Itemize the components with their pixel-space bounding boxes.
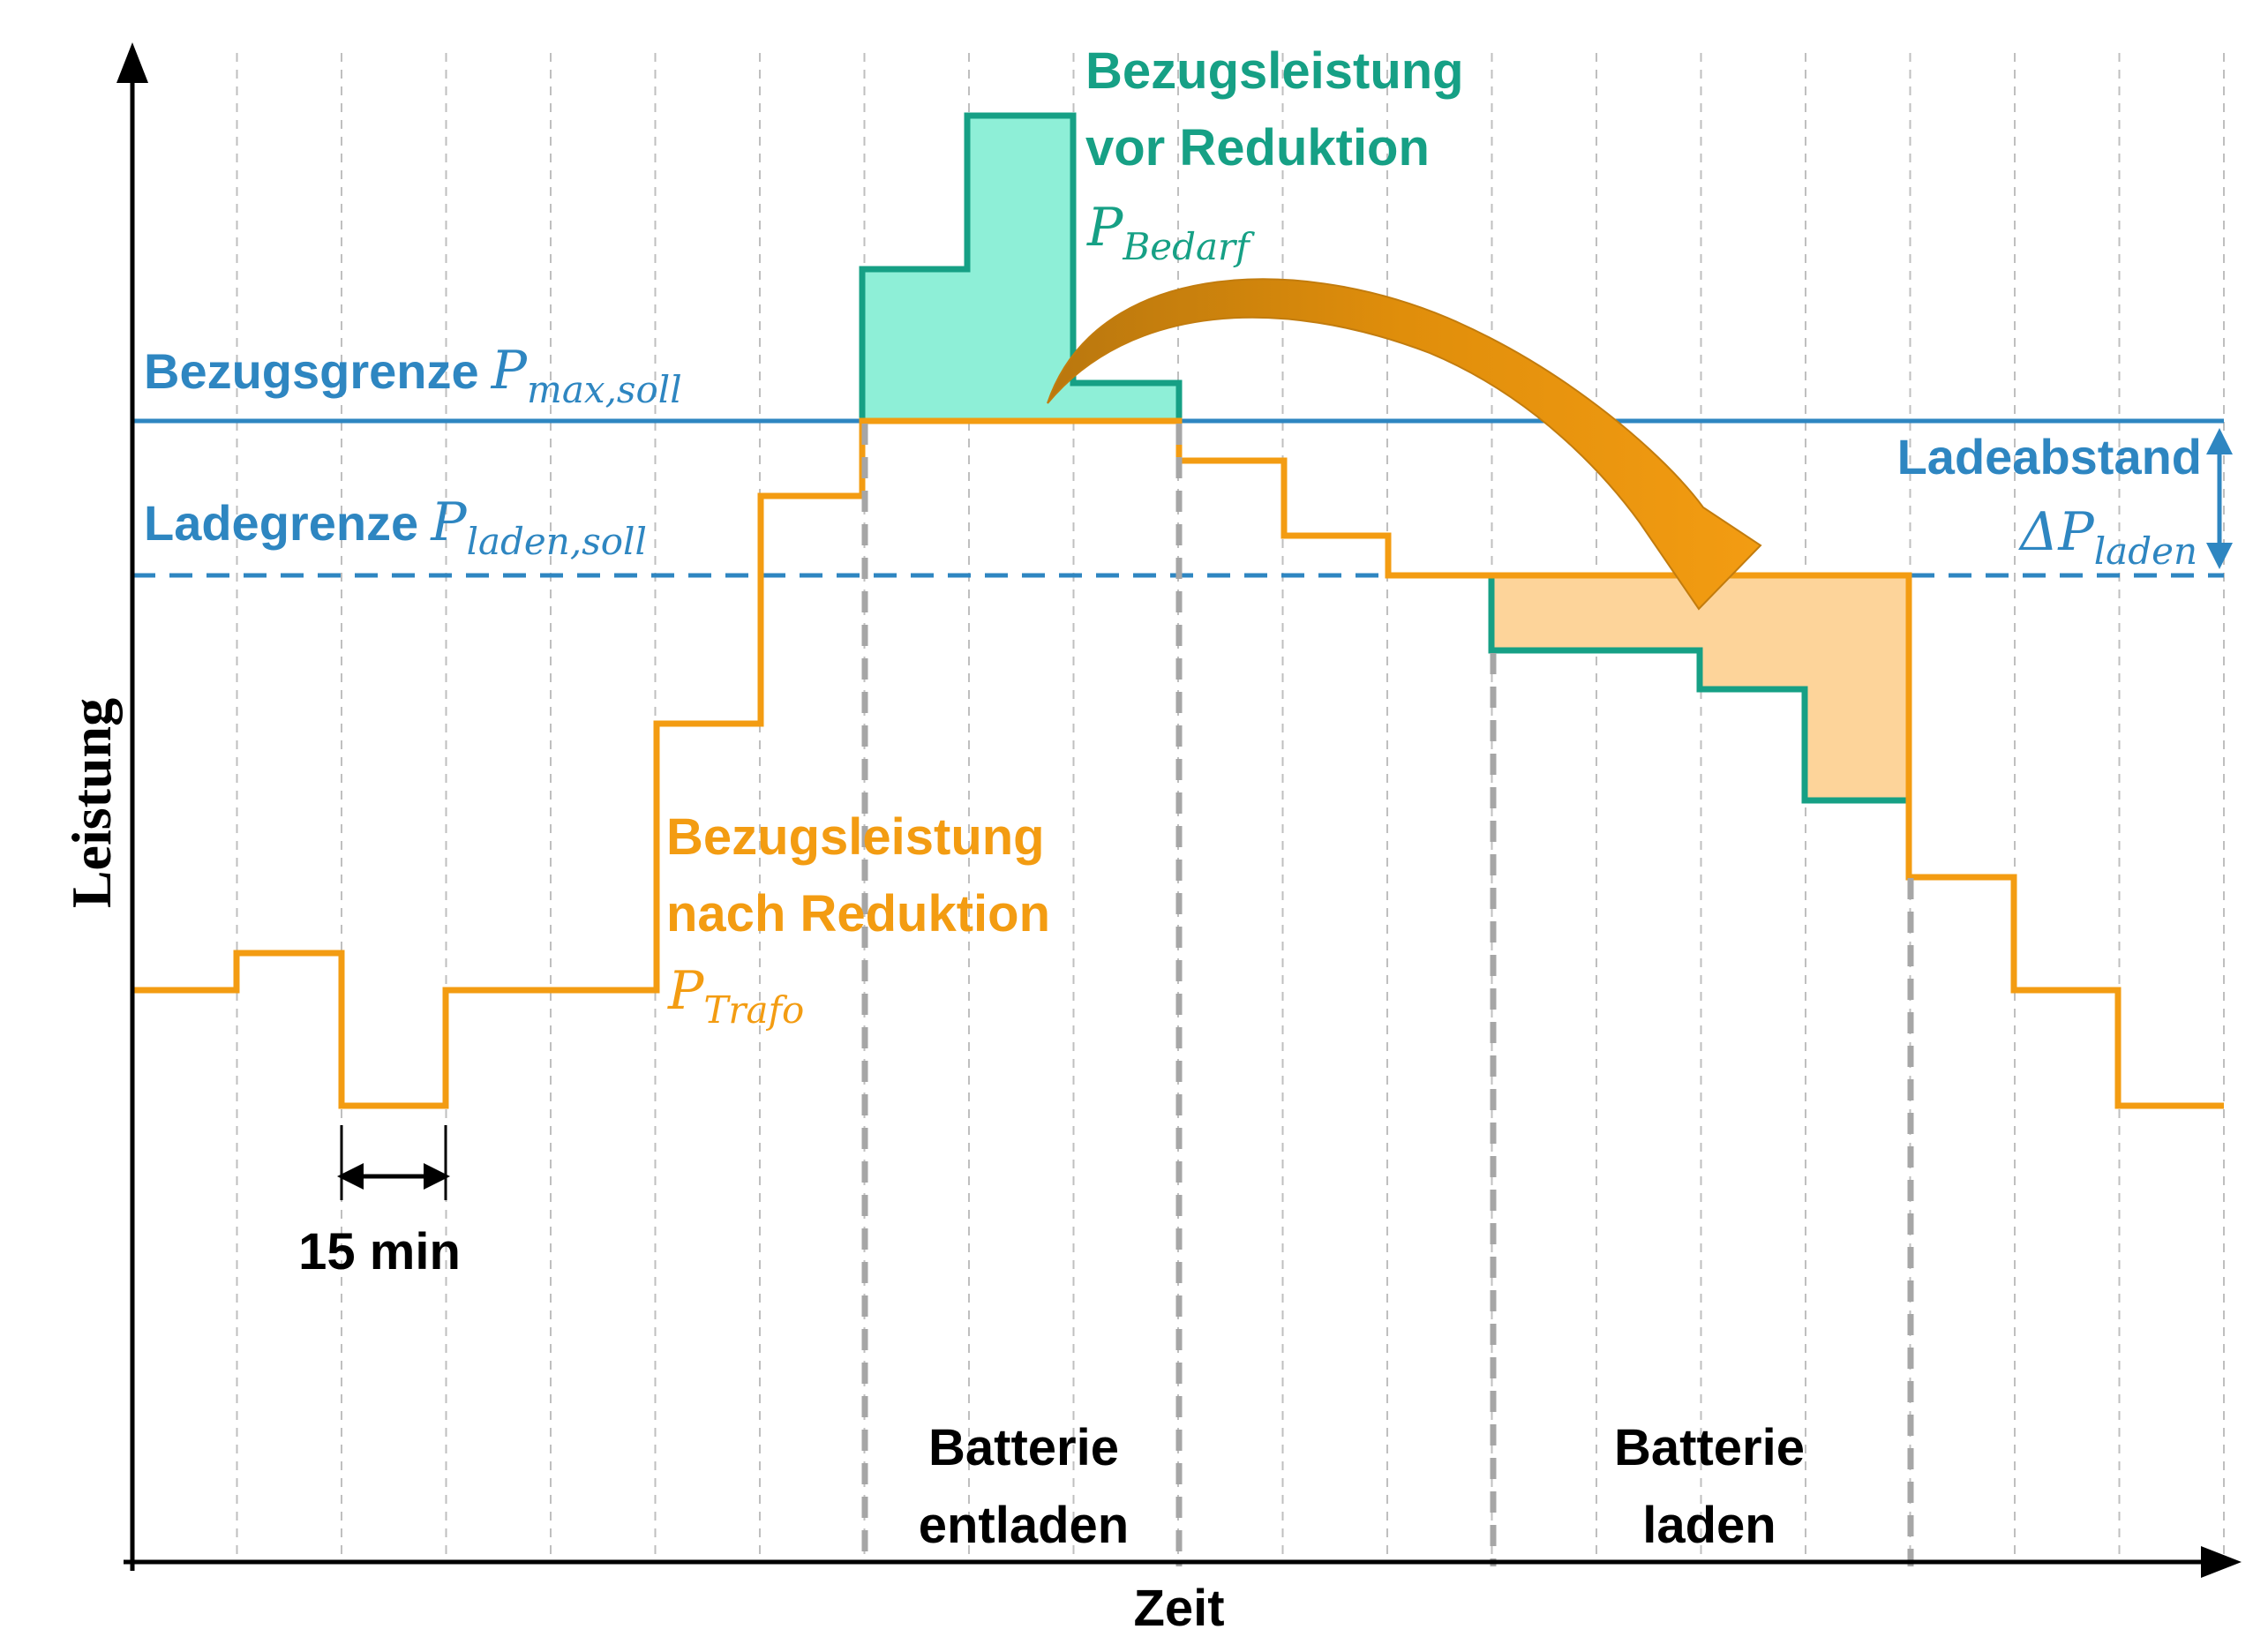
bedarf-label-line1: Bezugsleistung — [1085, 42, 1464, 100]
y-axis-arrowhead — [116, 42, 148, 83]
trafo-symbol: PTrafo — [667, 960, 804, 1032]
discharge-label-line2: entladen — [919, 1497, 1130, 1554]
trafo-symbol-p: P — [667, 960, 705, 1022]
interval-label: 15 min — [298, 1223, 461, 1280]
grid-lines — [236, 53, 2225, 1560]
ladeabstand-symbol: ΔPladen — [2018, 501, 2197, 573]
x-axis-arrowhead — [2201, 1546, 2242, 1578]
ladeabstand-symbol-sub: laden — [2094, 529, 2197, 573]
laden-soll-sub: laden,soll — [467, 520, 647, 563]
bedarf-symbol: PBedarf — [1086, 197, 1255, 268]
ladeabstand-symbol-p: ΔP — [2018, 501, 2095, 563]
max-soll-sub: max,soll — [527, 368, 682, 411]
discharge-label-line1: Batterie — [928, 1419, 1119, 1476]
y-axis-label: Leistung — [60, 698, 123, 908]
laden-soll-text: Ladegrenze — [144, 495, 418, 551]
trafo-symbol-sub: Trafo — [703, 988, 804, 1032]
max-soll-symbol: P — [491, 340, 529, 402]
bedarf-valley-line — [1488, 575, 1909, 804]
laden-soll-symbol: P — [430, 492, 468, 553]
charge-label-line2: laden — [1642, 1497, 1776, 1554]
bedarf-symbol-sub: Bedarf — [1122, 225, 1255, 268]
ladeabstand-label: Ladeabstand — [1897, 429, 2202, 484]
charge-label-line1: Batterie — [1614, 1419, 1805, 1476]
bedarf-symbol-p: P — [1086, 197, 1124, 259]
x-axis-label: Zeit — [1133, 1580, 1224, 1637]
trafo-power-line — [132, 417, 2224, 1109]
trafo-label-line1: Bezugsleistung — [666, 808, 1045, 866]
trafo-label-line2: nach Reduktion — [666, 885, 1050, 942]
max-soll-text: Bezugsgrenze — [144, 343, 479, 399]
bedarf-label-line2: vor Reduktion — [1085, 119, 1430, 176]
shift-arrow — [1047, 278, 1762, 611]
bedarf-peak-line — [859, 112, 1183, 421]
bedarf-excess-area — [862, 116, 1179, 421]
